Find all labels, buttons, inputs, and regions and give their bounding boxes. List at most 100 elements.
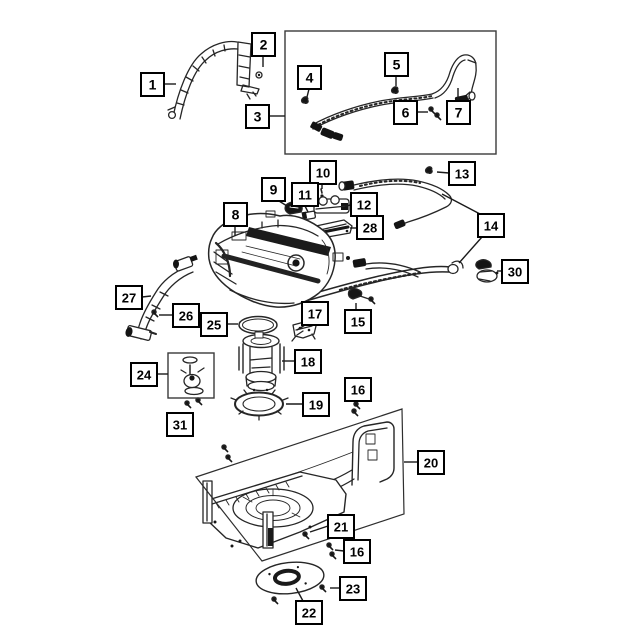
- callout-number: 23: [346, 582, 360, 597]
- callout-box[interactable]: [294, 349, 322, 374]
- vent-line-assembly-art: [300, 54, 477, 141]
- callout-box[interactable]: [140, 72, 165, 97]
- callout-number: 9: [270, 182, 278, 198]
- callout-box[interactable]: [251, 32, 276, 57]
- callout-number: 27: [122, 291, 136, 306]
- screw-22-icon: [271, 596, 279, 605]
- callout-7-vent-tube[interactable]: 7: [446, 88, 471, 125]
- level-sensor-art: [180, 356, 205, 409]
- callout-17-support-bracket[interactable]: 17: [296, 301, 329, 331]
- callout-31-sensor-screws[interactable]: 31: [166, 412, 194, 437]
- callout-28-valve-bracket[interactable]: 28: [350, 215, 384, 240]
- callout-21-skid-plate[interactable]: 21: [309, 514, 355, 539]
- callout-20-support-frame[interactable]: 20: [404, 450, 445, 475]
- callout-number: 12: [357, 198, 371, 213]
- callout-box[interactable]: [477, 213, 505, 238]
- callout-box[interactable]: [393, 100, 418, 125]
- callout-22-access-cover[interactable]: 22: [295, 587, 323, 625]
- leader-line: [441, 193, 481, 215]
- callout-5-line-clip[interactable]: 5: [384, 52, 409, 86]
- callout-16-screws[interactable]: 16: [344, 377, 372, 402]
- callout-6-line-screws[interactable]: 6: [393, 100, 428, 125]
- callout-30-pump-assembly[interactable]: 30: [497, 259, 529, 284]
- clip-5-icon: [390, 86, 399, 94]
- callout-box[interactable]: [166, 412, 194, 437]
- bolt-26-icon: [151, 309, 159, 318]
- callout-14-vent-hoses[interactable]: 14: [441, 193, 505, 264]
- callout-8-fuel-tank[interactable]: 8: [223, 202, 248, 236]
- callout-box[interactable]: [356, 215, 384, 240]
- callout-2-strap-nut[interactable]: 2: [251, 32, 276, 67]
- callout-number: 18: [301, 355, 315, 370]
- screws-16-top-icon: [351, 401, 361, 417]
- callout-box[interactable]: [339, 576, 367, 601]
- clip-4-icon: [300, 96, 309, 104]
- callout-13-tube-clip[interactable]: 13: [436, 161, 476, 186]
- filler-hose-art: [125, 254, 198, 341]
- callout-box[interactable]: [448, 161, 476, 186]
- callout-box[interactable]: [309, 160, 337, 185]
- callout-25-seal-gasket[interactable]: 25: [200, 312, 238, 337]
- callout-11-grommet-fitting[interactable]: 11: [291, 182, 319, 213]
- callout-box[interactable]: [384, 52, 409, 77]
- callout-box[interactable]: [344, 377, 372, 402]
- access-cover-art: [255, 561, 325, 595]
- callout-26-bolt[interactable]: 26: [159, 303, 200, 328]
- callout-box[interactable]: [295, 600, 323, 625]
- lock-ring-art: [230, 389, 289, 421]
- callout-box[interactable]: [291, 182, 319, 207]
- callout-box[interactable]: [172, 303, 200, 328]
- callout-box[interactable]: [344, 309, 372, 334]
- callout-box[interactable]: [115, 285, 143, 310]
- fuel-pump-module-art: [238, 331, 285, 392]
- callout-23-cover-screw[interactable]: 23: [330, 576, 367, 601]
- callout-number: 14: [484, 219, 499, 234]
- leader-line: [295, 587, 304, 602]
- callout-24-level-sensor[interactable]: 24: [130, 362, 168, 387]
- callout-27-filler-hose[interactable]: 27: [115, 285, 152, 310]
- callout-number: 24: [137, 368, 152, 383]
- callout-18-fuel-pump-module[interactable]: 18: [282, 349, 322, 374]
- callout-16-plate-screws[interactable]: 16: [334, 539, 371, 564]
- callout-box[interactable]: [501, 259, 529, 284]
- callout-19-lock-ring[interactable]: 19: [286, 392, 330, 417]
- callout-15-quick-connector[interactable]: 15: [344, 303, 372, 334]
- callout-box[interactable]: [343, 539, 371, 564]
- callout-box[interactable]: [297, 65, 322, 90]
- callout-box[interactable]: [261, 177, 286, 202]
- callout-number: 5: [393, 57, 401, 73]
- callout-10-retainer-pin[interactable]: 10: [309, 160, 337, 189]
- screws-31-icon: [184, 397, 203, 409]
- callout-number: 4: [306, 70, 314, 86]
- screws-16-bottom-icon: [326, 542, 337, 560]
- callout-number: 20: [424, 456, 438, 471]
- callout-4-line-clip[interactable]: 4: [297, 65, 322, 98]
- callout-box[interactable]: [223, 202, 248, 227]
- callout-box[interactable]: [301, 301, 329, 326]
- skid-plate-region-outline: [194, 408, 405, 562]
- callout-3-vent-line-assembly[interactable]: 3: [245, 104, 285, 129]
- callout-number: 8: [232, 207, 240, 223]
- leader-line: [458, 236, 483, 264]
- vent-lines-inset-box: [284, 30, 497, 155]
- strap-nut-icon: [255, 71, 263, 79]
- callout-1-tank-strap[interactable]: 1: [140, 72, 176, 97]
- callout-box[interactable]: [200, 312, 228, 337]
- callout-number: 26: [179, 309, 193, 324]
- callout-box[interactable]: [446, 100, 471, 125]
- callout-number: 15: [351, 315, 365, 330]
- tank-strap-art: [167, 40, 263, 120]
- callout-box[interactable]: [245, 104, 270, 129]
- callout-box[interactable]: [327, 514, 355, 539]
- callout-number: 3: [254, 109, 262, 125]
- callout-box[interactable]: [130, 362, 158, 387]
- callout-number: 16: [350, 545, 364, 560]
- callout-box[interactable]: [302, 392, 330, 417]
- callout-12-rollover-valve[interactable]: 12: [344, 192, 378, 217]
- callout-number: 21: [334, 520, 348, 535]
- plate-screw-21-icon: [302, 531, 310, 540]
- callout-number: 28: [363, 221, 377, 236]
- callout-box[interactable]: [417, 450, 445, 475]
- callout-9-grommet[interactable]: 9: [261, 177, 288, 207]
